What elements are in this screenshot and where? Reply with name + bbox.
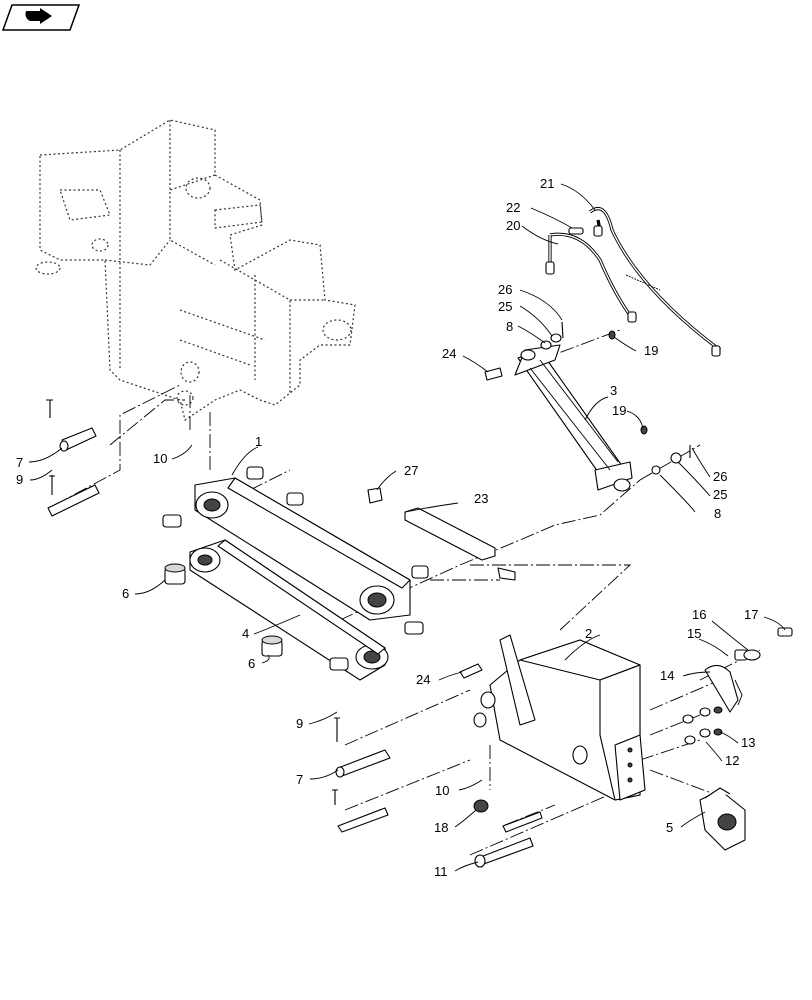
callout-9b: 9: [296, 716, 303, 731]
callout-8a: 8: [506, 319, 513, 334]
callout-16: 16: [692, 607, 706, 622]
pin-upper-bracket: [459, 663, 483, 679]
callout-26b: 26: [713, 469, 727, 484]
callout-2: 2: [585, 626, 592, 641]
pins-left: [47, 399, 100, 517]
callout-22: 22: [506, 200, 520, 215]
callout-7b: 7: [296, 772, 303, 787]
callout-4: 4: [242, 626, 249, 641]
hitch-pin-set: [682, 627, 793, 745]
callout-19a: 19: [644, 343, 658, 358]
clip[interactable]: [367, 487, 383, 504]
callout-11: 11: [434, 864, 448, 879]
callout-27: 27: [404, 463, 418, 478]
upper-link[interactable]: [194, 477, 411, 621]
callout-24b: 24: [416, 672, 430, 687]
callout-19b: 19: [612, 403, 626, 418]
callout-24a: 24: [442, 346, 456, 361]
callout-leaders: [28, 183, 786, 872]
callout-7a: 7: [16, 455, 23, 470]
callout-10b: 10: [435, 783, 449, 798]
callout-25a: 25: [498, 299, 512, 314]
callout-10a: 10: [153, 451, 167, 466]
callout-14: 14: [660, 668, 674, 683]
callout-23: 23: [474, 491, 488, 506]
hoses: [545, 207, 721, 357]
book-page-arrow-icon[interactable]: [1, 4, 81, 31]
callout-18: 18: [434, 820, 448, 835]
callout-labels: 1 2 3 4 5 6 6 7 7 8 8 9 9 10 10 11 12 13…: [16, 176, 758, 879]
callout-12: 12: [725, 753, 739, 768]
callout-1: 1: [255, 434, 262, 449]
callout-21: 21: [540, 176, 554, 191]
callout-5: 5: [666, 820, 673, 835]
callout-6a: 6: [122, 586, 129, 601]
bracket-bar[interactable]: [404, 507, 516, 581]
hydraulic-cylinder[interactable]: [484, 344, 633, 492]
callout-3: 3: [610, 383, 617, 398]
callout-26a: 26: [498, 282, 512, 297]
callout-9a: 9: [16, 472, 23, 487]
callout-15: 15: [687, 626, 701, 641]
callout-6b: 6: [248, 656, 255, 671]
cylinder-fittings: [540, 321, 691, 475]
hitch-hook[interactable]: [699, 787, 746, 851]
callout-13: 13: [741, 735, 755, 750]
callout-17: 17: [744, 607, 758, 622]
callout-25b: 25: [713, 487, 727, 502]
bushings: [162, 466, 429, 671]
pins-lower: [332, 717, 543, 868]
lower-link[interactable]: [189, 539, 389, 681]
callout-8b: 8: [714, 506, 721, 521]
ghost-frame: [35, 119, 356, 421]
drawbar-bracket[interactable]: [473, 634, 646, 801]
callout-20: 20: [506, 218, 520, 233]
